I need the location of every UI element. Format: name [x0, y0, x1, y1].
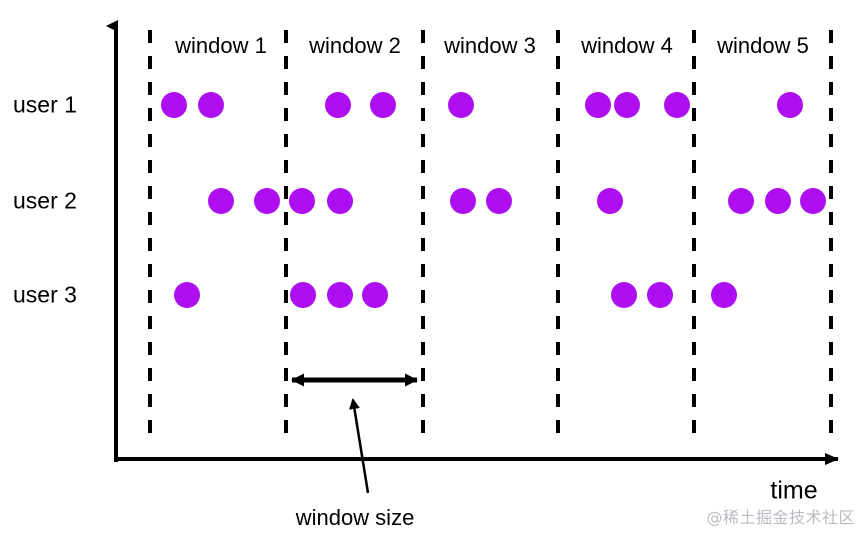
event-dot	[448, 92, 474, 118]
event-dot	[728, 188, 754, 214]
event-dot	[370, 92, 396, 118]
event-dot	[327, 188, 353, 214]
row-label-user-3: user 3	[13, 281, 77, 308]
window-label-3: window 3	[444, 33, 536, 58]
event-dots-user-3	[174, 282, 737, 308]
watermark-text: @稀土掘金技术社区	[706, 508, 855, 527]
event-dot	[161, 92, 187, 118]
window-label-1: window 1	[175, 33, 267, 58]
event-dot	[254, 188, 280, 214]
event-dot	[711, 282, 737, 308]
event-dot	[208, 188, 234, 214]
event-dot	[585, 92, 611, 118]
event-dot	[174, 282, 200, 308]
window-boundaries	[148, 30, 833, 437]
event-dot	[198, 92, 224, 118]
event-dot	[647, 282, 673, 308]
event-dot	[362, 282, 388, 308]
window-label-5: window 5	[717, 33, 809, 58]
event-dot	[765, 188, 791, 214]
event-dot	[290, 282, 316, 308]
event-dots-user-2	[208, 188, 826, 214]
event-dot	[800, 188, 826, 214]
window-label-4: window 4	[581, 33, 673, 58]
window-size-pointer-line	[349, 398, 370, 494]
event-dot	[611, 282, 637, 308]
window-size-label: window size	[295, 505, 415, 530]
event-dot	[325, 92, 351, 118]
event-dot	[486, 188, 512, 214]
event-dot	[614, 92, 640, 118]
event-dot	[289, 188, 315, 214]
event-dot	[450, 188, 476, 214]
window-label-2: window 2	[309, 33, 401, 58]
x-axis-label: time	[770, 476, 818, 505]
event-dot	[664, 92, 690, 118]
event-dots-user-1	[161, 92, 803, 118]
event-dot	[327, 282, 353, 308]
event-dot	[777, 92, 803, 118]
row-label-user-2: user 2	[13, 187, 77, 214]
row-label-user-1: user 1	[13, 91, 77, 118]
event-dot	[597, 188, 623, 214]
